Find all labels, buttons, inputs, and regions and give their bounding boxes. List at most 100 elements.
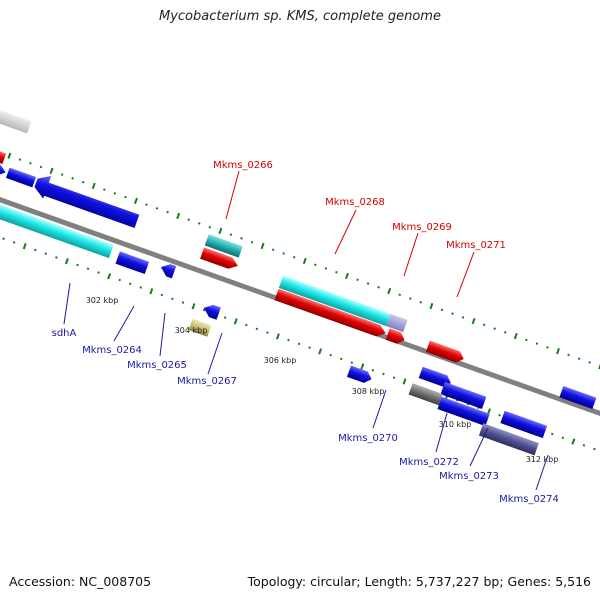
- outer-tick: [176, 212, 181, 220]
- gene-arrow-mkms0265: [160, 264, 177, 279]
- gene-arrow-partial-red: [0, 149, 7, 164]
- outer-tick: [335, 270, 338, 274]
- gene-label-sdha: sdhA: [52, 328, 77, 339]
- inner-tick: [33, 248, 37, 252]
- inner-tick: [382, 372, 385, 376]
- accession-text: Accession: NC_008705: [9, 574, 152, 589]
- outer-tick: [260, 242, 265, 250]
- inner-tick: [318, 348, 323, 355]
- outer-tick: [451, 312, 454, 315]
- gene-arrow-mkms0273-top: [440, 382, 487, 410]
- bottom-leader-lines: [63, 282, 549, 491]
- outer-tick: [588, 361, 591, 364]
- inner-tick: [22, 243, 27, 250]
- gene-label-mkms0273: Mkms_0273: [439, 471, 499, 482]
- outer-tick: [440, 308, 444, 312]
- outer-tick: [218, 227, 223, 235]
- inner-tick: [275, 333, 280, 340]
- gene-arrow-mkms0268-cyan: [278, 275, 391, 327]
- inner-tick: [266, 331, 269, 334]
- outer-tick: [229, 233, 233, 236]
- outer-tick: [493, 327, 496, 330]
- inner-tick: [128, 282, 132, 286]
- scale-label-306kbp: 306 kbp: [264, 356, 297, 365]
- inner-tick: [223, 316, 227, 319]
- gene-arrow-right-b: [500, 410, 548, 439]
- map-title: Mycobacterium sp. KMS, complete genome: [159, 9, 441, 24]
- inner-tick: [582, 444, 586, 447]
- inner-tick: [245, 323, 248, 327]
- outer-tick: [345, 272, 349, 280]
- inner-tick: [55, 256, 58, 259]
- outer-tick: [49, 167, 54, 174]
- inner-tick: [287, 338, 290, 342]
- outer-tick: [535, 342, 539, 345]
- inner-tick: [487, 408, 491, 415]
- gene-label-mkms0271: Mkms_0271: [446, 240, 506, 251]
- gene-arrow-mkms0269-red: [385, 328, 405, 344]
- outer-tick: [409, 297, 412, 300]
- outer-tick: [271, 248, 275, 252]
- gene-arrow-small-blue: [203, 304, 221, 320]
- gene-arrow-right-a: [559, 386, 597, 410]
- outer-tick: [39, 165, 43, 169]
- gene-label-mkms0267: Mkms_0267: [177, 376, 237, 387]
- outer-tick: [302, 257, 307, 265]
- outer-tick: [145, 203, 148, 206]
- gene-arrow-red-a: [200, 247, 238, 269]
- outer-tick: [482, 323, 486, 327]
- inner-tick: [12, 241, 16, 244]
- outer-tick: [513, 332, 518, 340]
- inner-tick: [308, 346, 311, 349]
- outer-tick: [197, 222, 201, 225]
- scale-label-304kbp: 304 kbp: [175, 326, 208, 335]
- scale-label-308kbp: 308 kbp: [352, 387, 385, 396]
- inner-tick: [392, 376, 396, 379]
- outer-tick: [250, 240, 254, 244]
- gene-label-mkms0266: Mkms_0266: [213, 160, 273, 171]
- inner-tick: [191, 303, 196, 310]
- gene-arrow-mkms0268-red: [274, 288, 386, 337]
- gene-arrow-mkms0273: [437, 396, 490, 427]
- outer-tick: [103, 188, 106, 191]
- inner-tick: [86, 267, 90, 271]
- outer-tick: [429, 302, 434, 310]
- outer-tick: [398, 293, 402, 297]
- gene-label-mkms0265: Mkms_0265: [127, 360, 187, 371]
- inner-tick: [44, 252, 48, 255]
- outer-tick: [567, 353, 570, 357]
- outer-tick: [503, 331, 507, 334]
- gene-arrow-mkms0272-a: [418, 366, 451, 387]
- inner-tick: [2, 237, 5, 240]
- gene-label-mkms0269: Mkms_0269: [392, 222, 452, 233]
- inner-tick: [97, 271, 100, 274]
- outer-tick: [366, 282, 370, 285]
- gene-arrow-sdha-cyan: [0, 196, 114, 259]
- gene-label-mkms0274: Mkms_0274: [499, 494, 559, 505]
- inner-tick: [181, 301, 185, 304]
- outer-tick: [556, 348, 560, 355]
- inner-tick: [255, 327, 259, 331]
- inner-tick: [329, 353, 332, 357]
- inner-tick: [107, 273, 112, 280]
- outer-tick: [240, 237, 243, 240]
- outer-tick: [113, 192, 117, 195]
- outer-tick: [91, 182, 96, 190]
- gene-arrow-mkms0271: [425, 340, 464, 363]
- gene-label-mkms0270: Mkms_0270: [338, 433, 398, 444]
- gene-label-mkms0268: Mkms_0268: [325, 197, 385, 208]
- gene-arrow-mkms0274: [478, 423, 539, 456]
- inner-tick: [339, 357, 343, 361]
- inner-tick: [160, 293, 164, 297]
- gene-arrow-mkms0267: [188, 318, 212, 337]
- inner-tick: [550, 432, 554, 436]
- outer-tick: [187, 218, 190, 221]
- outer-tick: [356, 278, 359, 282]
- inner-tick: [118, 278, 121, 282]
- inner-tick: [498, 413, 501, 417]
- inner-tick: [593, 447, 596, 451]
- inner-tick: [139, 286, 143, 289]
- gene-arrow-mkms0269: [386, 313, 408, 333]
- outer-tick: [134, 197, 138, 205]
